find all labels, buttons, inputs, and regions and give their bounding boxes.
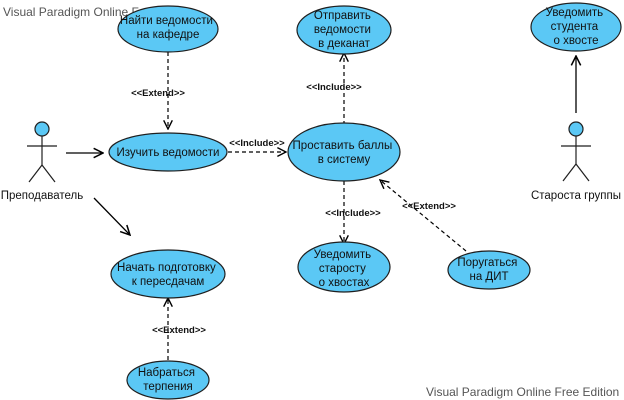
usecase-line: Изучить ведомости: [116, 147, 219, 159]
actor-headman[interactable]: Староста группы: [531, 121, 621, 202]
actor-leg-left: [562, 163, 577, 182]
usecase-label: Проставить баллы в систему: [293, 140, 396, 166]
stereotype-label: <<Extend>>: [402, 201, 456, 212]
usecase-line: Уведомить: [546, 7, 603, 19]
usecase-notify-headman[interactable]: Уведомить старосту о хвостах: [297, 241, 391, 293]
actor-teacher[interactable]: Преподаватель: [1, 121, 84, 202]
usecase-line: терпения: [143, 381, 193, 393]
usecase-line: Набраться: [138, 367, 195, 379]
usecase-shape: [117, 5, 219, 53]
actor-leg-right: [575, 163, 590, 182]
usecase-enter-grades[interactable]: Проставить баллы в систему: [287, 122, 401, 182]
usecase-notify-student[interactable]: Уведомить студента о хвосте: [530, 2, 622, 52]
watermark-bottom: Visual Paradigm Online Free Edition: [426, 385, 619, 399]
usecase-shape: [287, 122, 401, 182]
usecase-start-preparation[interactable]: Начать подготовку к пересдачам: [110, 249, 226, 299]
usecase-line: в систему: [318, 154, 371, 166]
usecase-shape: [297, 241, 391, 293]
usecase-line: о хвосте: [553, 35, 598, 47]
usecase-line: на кафедре: [137, 29, 200, 41]
usecase-line: Проставить баллы: [293, 140, 393, 152]
usecase-line: ведомости: [314, 24, 371, 36]
stereotype-label: <<Extend>>: [152, 325, 206, 336]
usecase-line: Начать подготовку: [117, 262, 216, 274]
usecase-line: в деканат: [318, 38, 371, 50]
usecase-study-statements[interactable]: Изучить ведомости: [108, 132, 228, 172]
stereotype-label: <<Include>>: [306, 82, 362, 93]
usecase-line: к пересдачам: [132, 276, 205, 288]
actor-head: [568, 121, 584, 137]
usecase-label: Набраться терпения: [138, 367, 198, 393]
actor-label: Преподаватель: [1, 190, 84, 202]
usecase-line: Поругаться: [457, 257, 517, 269]
usecase-label: Изучить ведомости: [116, 147, 219, 159]
usecase-label: Уведомить старосту о хвостах: [314, 249, 375, 289]
stereotype-label: <<Include>>: [229, 138, 285, 149]
usecase-argue-with-dit[interactable]: Поругаться на ДИТ: [447, 250, 531, 290]
usecase-shape: [110, 249, 226, 299]
usecase-line: о хвостах: [319, 277, 370, 289]
usecase-label: Отправить ведомости в деканат: [314, 10, 374, 50]
actor-label: Староста группы: [531, 190, 621, 202]
usecase-find-statements[interactable]: Найти ведомости на кафедре: [117, 5, 219, 53]
usecase-gain-patience[interactable]: Набраться терпения: [126, 360, 210, 400]
stereotype-label: <<Extend>>: [131, 88, 185, 99]
usecase-send-to-deanery[interactable]: Отправить ведомости в деканат: [296, 5, 392, 55]
usecase-shape: [126, 360, 210, 400]
usecase-line: старосту: [319, 263, 366, 275]
usecase-label: Начать подготовку к пересдачам: [117, 262, 219, 288]
stereotype-label: <<Include>>: [325, 208, 381, 219]
actor-leg-left: [28, 164, 43, 183]
actor-head: [34, 121, 50, 137]
usecase-line: студента: [551, 21, 599, 33]
usecase-label: Уведомить студента о хвосте: [546, 7, 607, 47]
usecase-label: Поругаться на ДИТ: [457, 257, 520, 283]
usecase-line: на ДИТ: [469, 271, 508, 283]
usecase-line: Уведомить: [314, 249, 371, 261]
usecase-shape: [296, 5, 392, 55]
assoc-teacher-prepare: [93, 197, 130, 235]
usecase-line: Найти ведомости: [120, 15, 213, 27]
extend-scold-grade: [380, 180, 467, 252]
usecase-shape: [447, 250, 531, 290]
usecase-label: Найти ведомости на кафедре: [120, 15, 216, 41]
actor-leg-right: [41, 164, 56, 183]
usecase-line: Отправить: [314, 10, 371, 22]
usecase-shape: [108, 132, 228, 172]
usecase-shape: [530, 2, 622, 52]
